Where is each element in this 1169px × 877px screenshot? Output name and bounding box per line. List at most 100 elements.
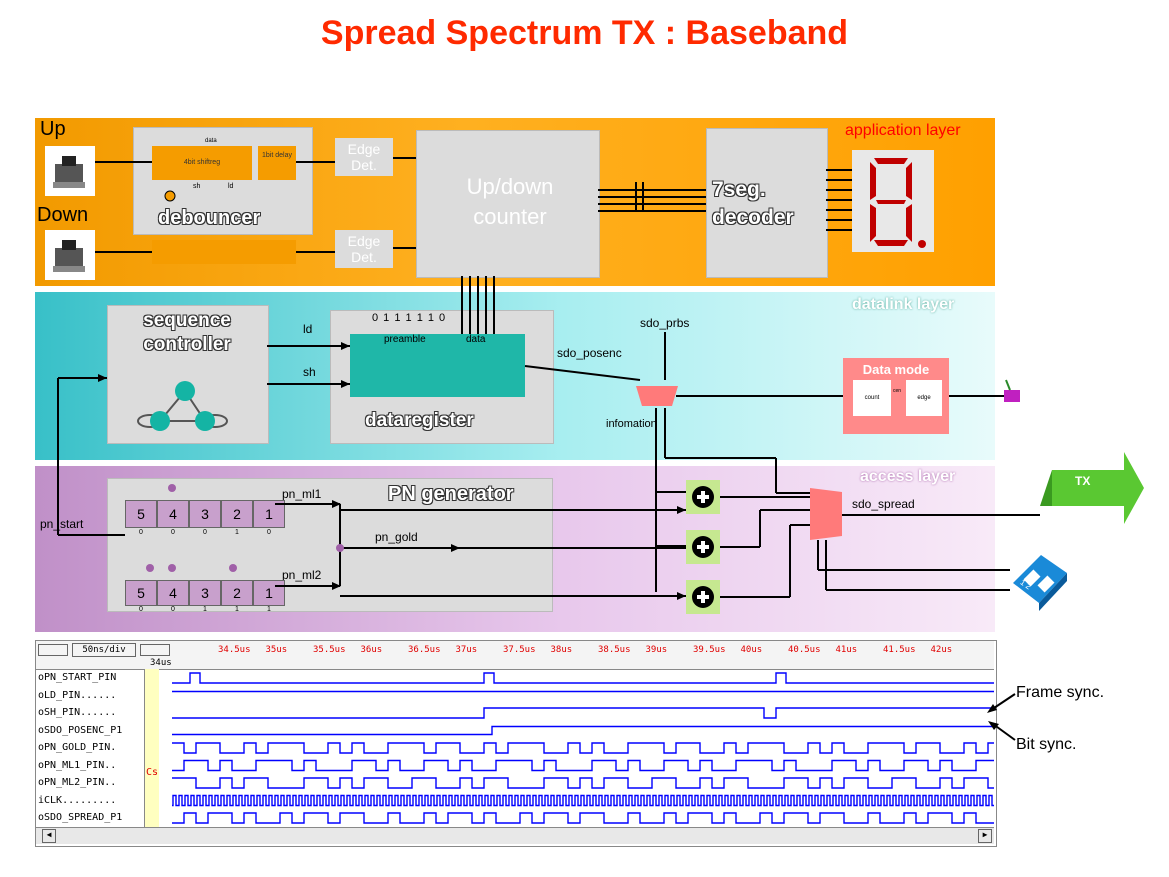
init-bit: 0 (139, 606, 143, 613)
arrowhead (341, 380, 350, 388)
sh-signal-label: sh (303, 365, 316, 379)
feedback-node-icon (146, 564, 154, 572)
dip-switch[interactable] (1005, 545, 1071, 611)
register-cell: 5 (125, 580, 157, 606)
arrowhead (98, 374, 107, 382)
delay-block: 1bit delay (258, 146, 296, 180)
time-tick-label: 34.5us (218, 645, 251, 655)
time-tick-label: 42us (930, 645, 953, 655)
counter-label: Up/down counter (466, 174, 554, 229)
led-icon (1004, 390, 1020, 402)
preamble-label: preamble (384, 334, 426, 345)
zoom-in-button[interactable] (140, 644, 170, 656)
xor-symbols (692, 486, 714, 608)
init-bit: 1 (235, 606, 239, 613)
pn-generator-label: PN generator (388, 483, 514, 505)
time-tick-label: 39.5us (693, 645, 726, 655)
wave-clk (172, 794, 994, 807)
time-tick-label: 36.5us (408, 645, 441, 655)
edge-detector-2: Edge Det. (335, 230, 393, 268)
led-lead (1005, 379, 1011, 391)
data-field-label: data (466, 334, 486, 345)
page-title: Spread Spectrum TX : Baseband (320, 14, 849, 52)
dataregister-label: dataregister (365, 410, 474, 431)
xor-1-icon (701, 491, 705, 503)
time-tick-label: 35us (265, 645, 288, 655)
wave-pn-ml1 (172, 759, 994, 772)
time-tick-label: 41.5us (883, 645, 916, 655)
time-tick-label: 39us (645, 645, 668, 655)
wave-pn-start (172, 672, 994, 684)
signal-name-row[interactable]: oSDO_POSENC_P1 (38, 724, 123, 736)
down-pushbutton[interactable] (45, 230, 95, 280)
bit-sync-label: Bit sync. (1016, 736, 1077, 753)
init-bit: 0 (171, 606, 175, 613)
arrowhead (677, 506, 686, 514)
signal-name-row[interactable]: oPN_GOLD_PIN. (38, 742, 117, 753)
wire (524, 365, 641, 381)
scroll-left-icon[interactable]: ◀ (42, 829, 56, 843)
debouncer-sh-label: sh (193, 183, 201, 190)
wave-pn-ml2 (172, 777, 994, 789)
arrowhead (451, 544, 460, 552)
time-tick-label: 37us (455, 645, 478, 655)
seven-seg-decoder-block (706, 128, 828, 278)
dip-switch-icon (1013, 555, 1067, 611)
edge-input: edge (906, 380, 942, 416)
signal-name-row[interactable]: oSDO_SPREAD_P1 (38, 812, 123, 823)
signal-name-row[interactable]: iCLK......... (38, 794, 117, 806)
init-bit: 0 (171, 529, 175, 536)
time-tick-label: 36us (360, 645, 383, 655)
seven-segment-icon (870, 158, 926, 248)
debouncer-block (133, 127, 313, 235)
pn-register-2-init: 0 0 1 1 1 (125, 606, 285, 613)
register-cell: 2 (221, 500, 253, 528)
xor-2-icon (701, 541, 705, 553)
up-label: Up (40, 118, 66, 140)
signal-name-row[interactable]: oSH_PIN...... (38, 707, 117, 718)
horizontal-scrollbar[interactable] (36, 827, 994, 844)
arrowhead (332, 500, 341, 508)
pn-gold-label: pn_gold (375, 530, 418, 544)
frame-sync-label: Frame sync. (1016, 684, 1105, 701)
scroll-right-icon[interactable]: ▶ (978, 829, 992, 843)
time-tick-label: 38us (550, 645, 573, 655)
spread-mux (810, 488, 842, 540)
arrowhead (677, 592, 686, 600)
frame-sync-arrowhead (987, 704, 997, 713)
signal-name-row[interactable]: oPN_ML1_PIN.. (38, 759, 117, 771)
signal-name-row[interactable]: oPN_ML2_PIN.. (38, 777, 117, 788)
updown-counter-block (416, 130, 600, 278)
ld-signal-label: ld (303, 322, 313, 336)
signal-name-row[interactable]: oPN_START_PIN (38, 672, 117, 683)
waveform-traces (172, 672, 994, 824)
zoom-out-button[interactable] (38, 644, 68, 656)
register-cell: 1 (253, 580, 285, 606)
zoom-level[interactable]: 50ns/div (72, 643, 136, 657)
init-bit: 1 (203, 606, 207, 613)
time-tick-label: 40.5us (788, 645, 821, 655)
count-input: count (853, 380, 891, 416)
info-mux (636, 386, 678, 406)
feedback-node-icon (229, 564, 237, 572)
init-bit: 1 (267, 606, 271, 613)
up-pushbutton[interactable] (45, 146, 95, 196)
waveform-toolbar (36, 641, 994, 670)
signal-name-row[interactable]: oLD_PIN...... (38, 689, 117, 701)
time-tick-label: 41us (835, 645, 858, 655)
feedback-node-icon (168, 484, 176, 492)
pn-register-1-init: 0 0 0 1 0 (125, 529, 285, 536)
shiftreg-block: 4bit shiftreg (152, 146, 252, 180)
sync-arrows (987, 693, 1016, 741)
pn-register-1: 5 4 3 2 1 (125, 500, 285, 528)
sdo-spread-label: sdo_spread (852, 497, 915, 511)
register-cell: 5 (125, 500, 157, 528)
time-tick-label: 37.5us (503, 645, 536, 655)
preamble-bits: 0 1 1 1 1 1 0 (372, 312, 447, 324)
time-tick-label: 35.5us (313, 645, 346, 655)
debouncer-ld-label: ld (228, 183, 234, 190)
cs-label: Cs (146, 767, 159, 778)
debouncer-data-label: data (205, 138, 217, 144)
xor-3-icon (701, 591, 705, 603)
